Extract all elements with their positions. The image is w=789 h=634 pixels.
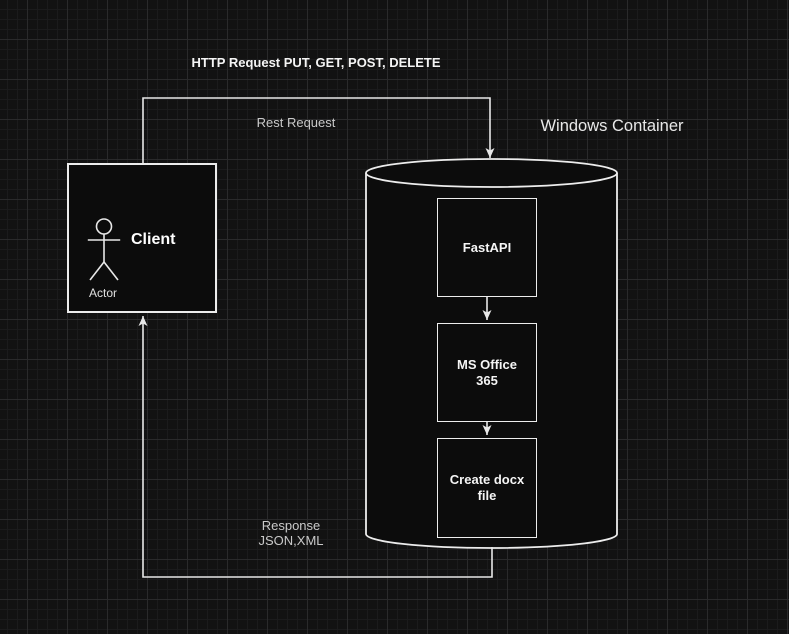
rest-request-label: Rest Request (256, 115, 336, 130)
windows-container-label: Windows Container (540, 117, 684, 135)
response-label-line1: Response (261, 518, 321, 533)
actor-icon (87, 218, 121, 281)
actor-caption: Actor (89, 286, 118, 300)
node-label: Create docx file (449, 472, 525, 503)
request-connector[interactable] (142, 97, 495, 163)
response-label: Response JSON,XML (216, 518, 366, 548)
response-label-line2: JSON,XML (258, 533, 324, 548)
node-label: MS Office 365 (457, 356, 517, 388)
client-node[interactable]: Client Actor (67, 163, 217, 313)
http-request-label: HTTP Request PUT, GET, POST, DELETE (191, 55, 441, 70)
fastapi-node[interactable]: FastAPI (437, 198, 537, 297)
node-label: FastAPI (462, 239, 512, 255)
msoffice-node[interactable]: MS Office 365 (437, 323, 537, 422)
response-connector[interactable] (138, 316, 493, 578)
create-docx-node[interactable]: Create docx file (437, 438, 537, 538)
client-label: Client (131, 231, 176, 248)
